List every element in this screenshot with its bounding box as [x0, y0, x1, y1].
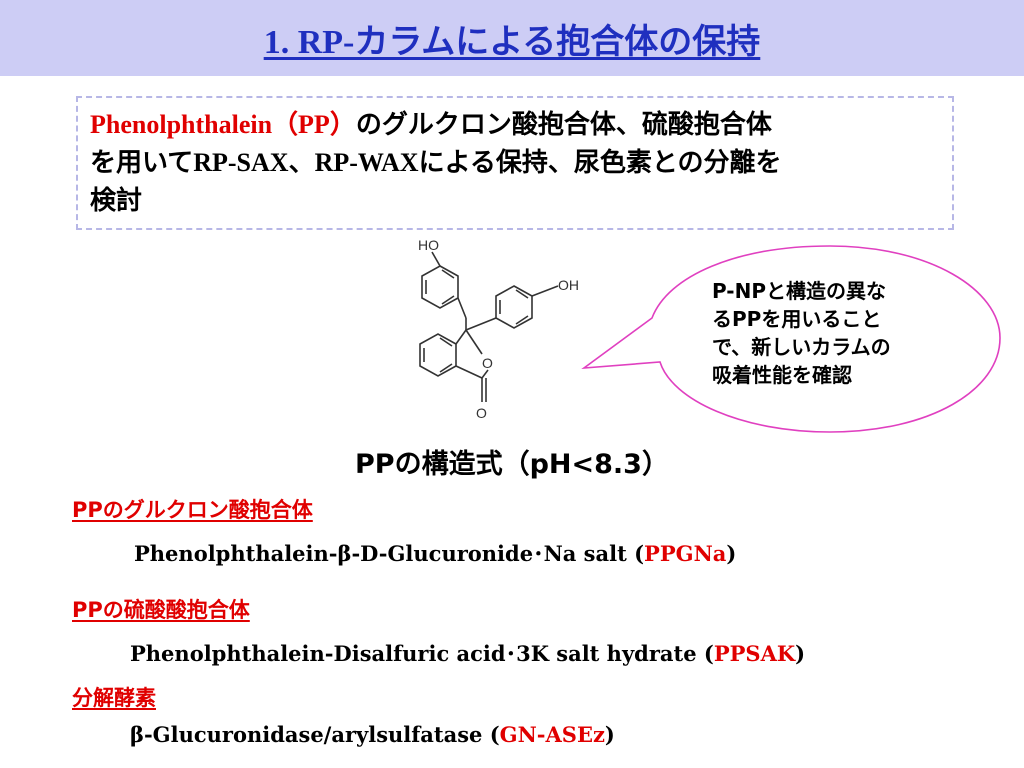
structure-right-ring: [495, 285, 533, 329]
intro-rp-sax: RP-SAX: [193, 148, 289, 177]
compound-ppsak: Phenolphthalein-Disalfuric acid･3K salt …: [130, 638, 805, 668]
callout-line-1: P-NPと構造の異な: [712, 279, 887, 303]
compound-ppgna: Phenolphthalein-β-D-Glucuronide･Na salt …: [134, 538, 736, 568]
structure-label-oh: OH: [558, 277, 579, 293]
callout-text: P-NPと構造の異な るPPを用いること で、新しいカラムの 吸着性能を確認: [712, 277, 952, 389]
page-title: 1. RP-カラムによる抱合体の保持: [263, 23, 761, 61]
intro-line1-rest: のグルクロン酸抱合体、硫酸抱合体: [355, 110, 772, 140]
intro-line-2: を用いてRP-SAX、RP-WAXによる保持、尿色素との分離を: [90, 144, 940, 182]
callout-line-4: 吸着性能を確認: [712, 363, 852, 387]
structure-label-ho: HO: [418, 237, 439, 253]
phenolphthalein-structure: HO OH O O: [418, 237, 579, 421]
section-heading-enzyme: 分解酵素: [72, 686, 156, 710]
intro-pp-name: Phenolphthalein（PP）: [90, 110, 356, 139]
compound-ppsak-name: Phenolphthalein-Disalfuric acid･3K salt …: [130, 641, 714, 666]
compound-ppgna-abbr: PPGNa: [644, 541, 727, 566]
intro-line2-c: 、: [288, 148, 315, 178]
structure-top-ring: [421, 265, 459, 309]
compound-gn-asez-close: ): [604, 722, 615, 747]
title-bar: 1. RP-カラムによる抱合体の保持: [0, 0, 1024, 76]
section-heading-glucuronide: PPのグルクロン酸抱合体: [72, 498, 313, 522]
callout-line-2: るPPを用いること: [712, 307, 882, 331]
compound-ppsak-abbr: PPSAK: [713, 641, 796, 666]
intro-box: Phenolphthalein（PP）のグルクロン酸抱合体、硫酸抱合体 を用いて…: [76, 96, 954, 230]
intro-line-3: 検討: [90, 186, 143, 216]
compound-gn-asez: β-Glucuronidase/arylsulfatase (GN-ASEz): [130, 722, 615, 747]
section-heading-sulfate: PPの硫酸酸抱合体: [72, 598, 250, 622]
structure-bottom-ring: [419, 333, 457, 377]
structure-caption: PPの構造式（pH<8.3）: [355, 449, 669, 480]
compound-gn-asez-abbr: GN-ASEz: [499, 722, 605, 747]
intro-line2-e: による保持、尿色素との分離を: [418, 148, 782, 178]
callout-line-3: で、新しいカラムの: [712, 335, 891, 359]
compound-ppgna-name: Phenolphthalein-β-D-Glucuronide･Na salt …: [134, 541, 645, 566]
compound-gn-asez-name: β-Glucuronidase/arylsulfatase (: [130, 722, 500, 747]
structure-label-o-ring: O: [482, 355, 493, 371]
structure-label-o-carbonyl: O: [476, 405, 487, 421]
intro-line2-a: を用いて: [90, 148, 194, 178]
intro-line-1: Phenolphthalein（PP）のグルクロン酸抱合体、硫酸抱合体: [90, 106, 940, 144]
compound-ppsak-close: ): [795, 641, 806, 666]
compound-ppgna-close: ): [726, 541, 737, 566]
intro-rp-wax: RP-WAX: [314, 148, 419, 177]
